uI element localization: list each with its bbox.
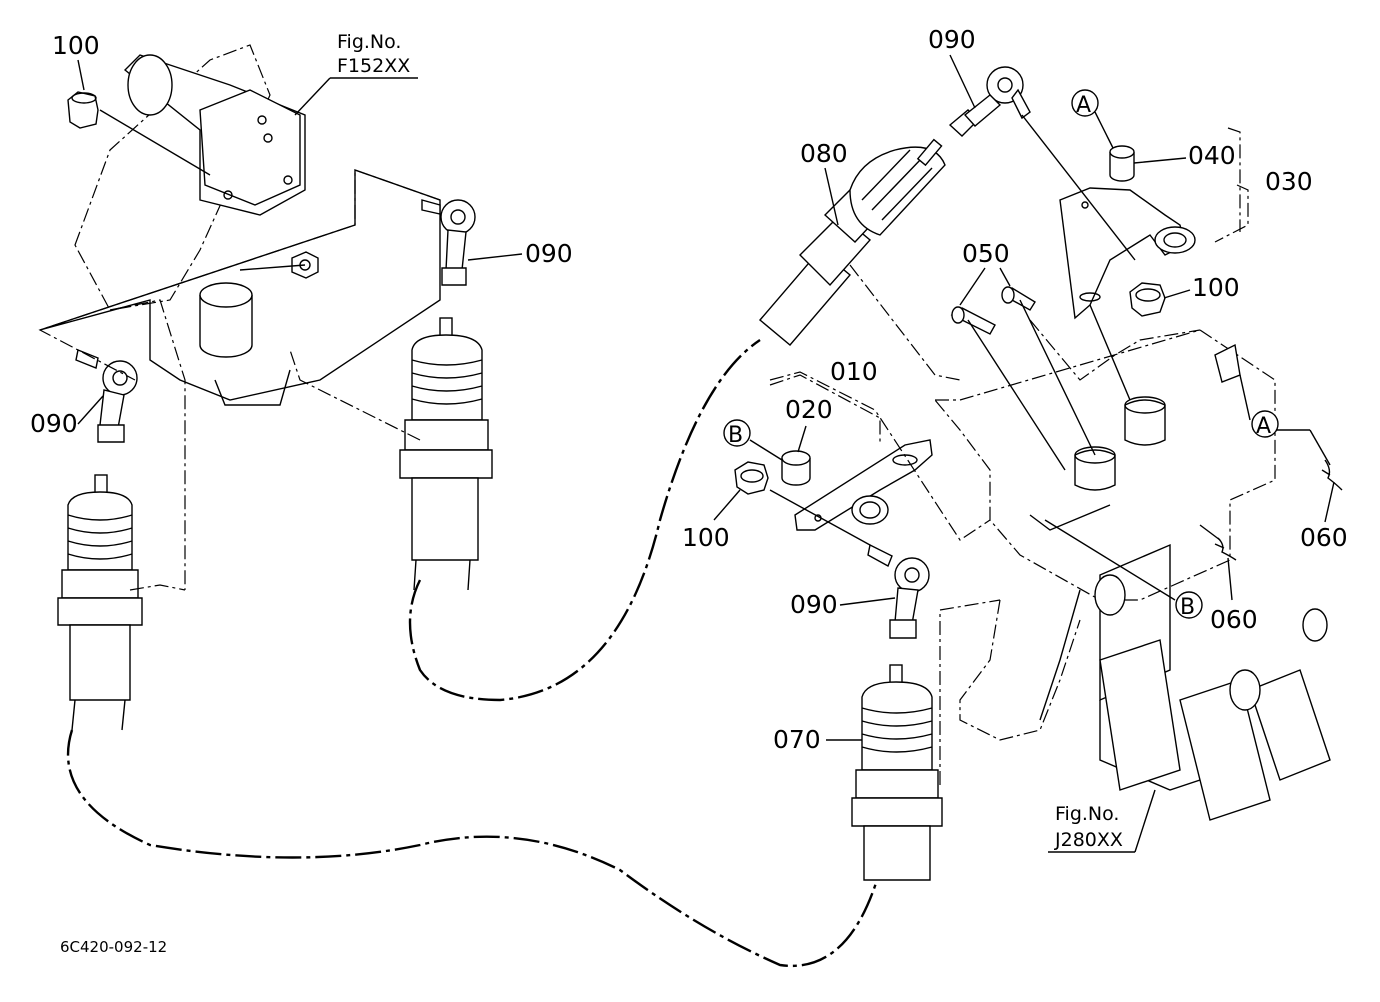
label-090-upper: 090 — [525, 239, 573, 268]
label-090-left: 090 — [30, 409, 78, 438]
ball-joint-090-a — [421, 199, 476, 286]
fig-ref-j280-line2: J280XX — [1054, 829, 1123, 851]
cable-end-070 — [851, 664, 943, 881]
cable-end-left — [57, 474, 143, 731]
label-100-center: 100 — [682, 523, 730, 552]
fig-ref-f152-line2: F152XX — [337, 55, 410, 77]
cable-end-middle — [399, 317, 493, 591]
ball-joint-090-b — [75, 349, 138, 443]
label-100-topleft: 100 — [52, 31, 100, 60]
lever-010 — [794, 439, 933, 531]
pins-050 — [950, 286, 1036, 335]
ref-marker-b-right-text: B — [1180, 595, 1195, 620]
fig-ref-f152-line1: Fig.No. — [337, 31, 401, 53]
label-010: 010 — [830, 357, 878, 386]
label-020: 020 — [785, 395, 833, 424]
label-070: 070 — [773, 725, 821, 754]
ref-marker-b-left-text: B — [728, 423, 743, 448]
ref-marker-b-right: B — [1175, 591, 1203, 620]
nut-100-topleft — [67, 91, 99, 129]
ball-joint-090-d — [867, 543, 930, 639]
ref-marker-a-top: A — [1071, 89, 1099, 118]
nut-100-right — [1129, 282, 1166, 317]
label-030: 030 — [1265, 167, 1313, 196]
label-100-right: 100 — [1192, 273, 1240, 302]
label-060-right: 060 — [1300, 523, 1348, 552]
left-pedal-bracket — [39, 44, 441, 590]
nut-100-center — [734, 461, 769, 495]
valve-assembly — [933, 329, 1331, 821]
bushing-040 — [1109, 145, 1135, 182]
fig-ref-j280-line1: Fig.No. — [1055, 803, 1119, 825]
bushing-020 — [781, 450, 811, 486]
ref-marker-a-top-text: A — [1076, 93, 1091, 118]
clip-060-center — [1214, 537, 1237, 561]
ref-marker-a-right-text: A — [1256, 414, 1271, 439]
label-040: 040 — [1188, 141, 1236, 170]
label-060-center: 060 — [1210, 605, 1258, 634]
label-080: 080 — [800, 139, 848, 168]
diagram-code: 6C420-092-12 — [60, 938, 167, 956]
cable-upper — [408, 339, 761, 702]
ref-marker-b-left: B — [723, 419, 751, 448]
ref-marker-a-right: A — [1251, 410, 1279, 439]
lever-030 — [1059, 187, 1196, 320]
label-090-center: 090 — [790, 590, 838, 619]
clip-060-right — [1321, 459, 1343, 491]
label-050: 050 — [962, 239, 1010, 268]
cable-lower — [66, 729, 882, 968]
label-090-top: 090 — [928, 25, 976, 54]
ball-joint-090-c — [963, 66, 1031, 127]
cable-end-080 — [759, 109, 979, 346]
